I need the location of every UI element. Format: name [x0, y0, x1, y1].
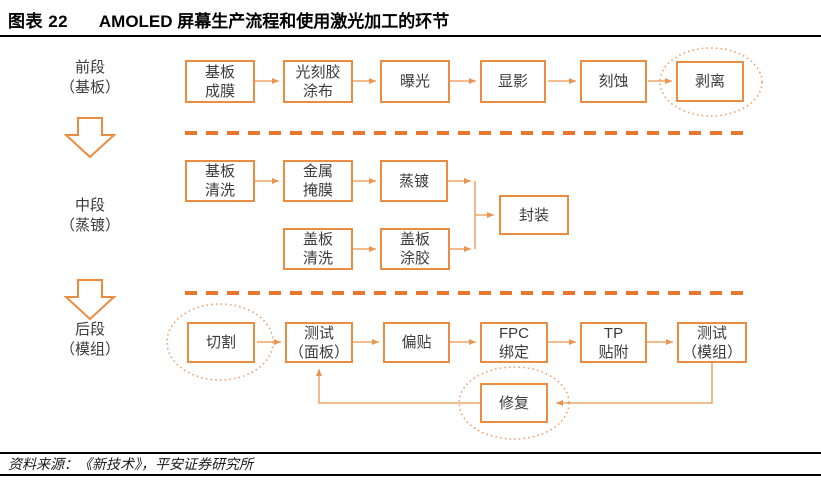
node-exposure: 曝光	[380, 60, 450, 103]
node-polarizer-attach: 偏贴	[383, 322, 450, 363]
source-note: 资料来源：《新技术》，平安证券研究所	[8, 458, 253, 473]
footer-bottom-rule	[0, 474, 821, 476]
down-arrow-icon	[63, 117, 117, 159]
node-fpc-bonding: FPC 绑定	[480, 322, 548, 363]
figure-label: 图表 22	[8, 12, 69, 31]
title-underline	[0, 35, 821, 37]
stage-label-back: 后段 （模组）	[59, 321, 120, 358]
laser-step-ellipse-stripping	[659, 47, 763, 117]
stage-label-middle: 中段 （蒸镀）	[59, 197, 120, 234]
node-module-test: 测试 （模组）	[677, 322, 747, 363]
node-photoresist-coating: 光刻胶 涂布	[283, 60, 353, 103]
node-substrate-film: 基板 成膜	[185, 60, 255, 103]
figure-header: 图表 22 AMOLED 屏幕生产流程和使用激光加工的环节	[8, 7, 449, 32]
stage-label-front: 前段 （基板）	[59, 59, 120, 96]
node-evaporation: 蒸镀	[380, 160, 448, 202]
flow-arrows	[255, 78, 713, 406]
node-cutting: 切割	[187, 322, 255, 363]
node-development: 显影	[480, 60, 546, 103]
node-metal-mask: 金属 掩膜	[283, 160, 353, 202]
node-tp-attach: TP 贴附	[580, 322, 647, 363]
figure-title: AMOLED 屏幕生产流程和使用激光加工的环节	[98, 12, 450, 31]
node-cover-gluing: 盖板 涂胶	[380, 228, 450, 270]
node-repair: 修复	[480, 383, 548, 423]
footer-top-rule	[0, 452, 821, 454]
node-cover-cleaning: 盖板 清洗	[283, 228, 353, 270]
node-etching: 刻蚀	[580, 60, 647, 103]
node-substrate-cleaning: 基板 清洗	[185, 160, 255, 202]
down-arrow-icon	[63, 279, 117, 321]
node-panel-test: 测试 （面板）	[285, 322, 353, 363]
node-stripping: 剥离	[676, 61, 744, 102]
node-encapsulation: 封装	[499, 195, 569, 235]
